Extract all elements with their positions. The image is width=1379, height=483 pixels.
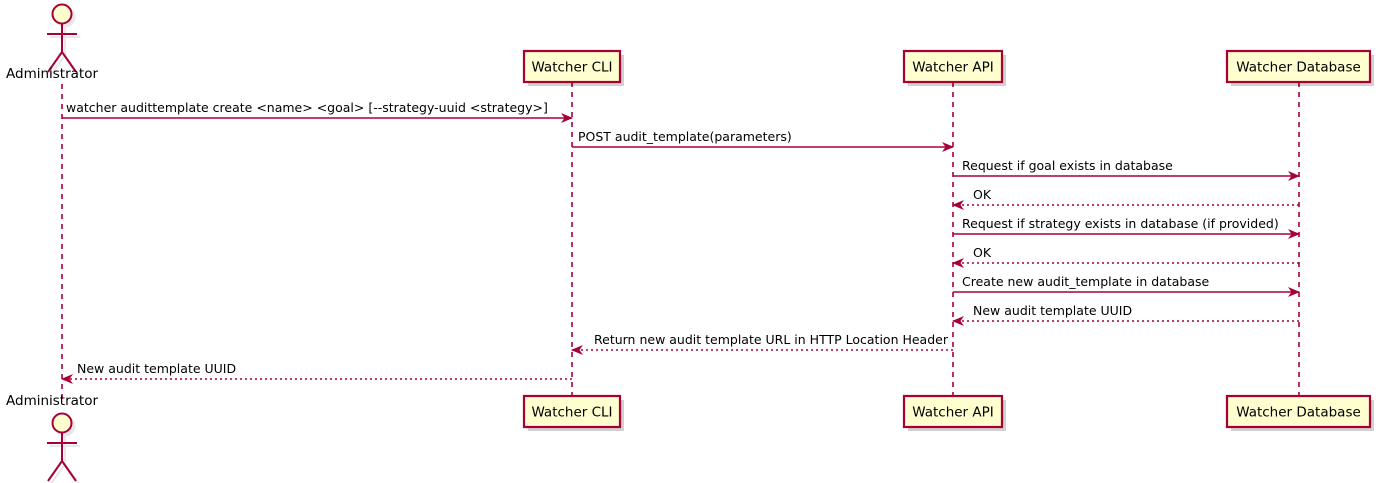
- participant-box-watcher-api-bottom[interactable]: [902, 394, 1004, 429]
- participant-box-watcher-cli-top[interactable]: [522, 49, 622, 84]
- message-0: watcher audittemplate create <name> <goa…: [62, 100, 573, 123]
- participant-box-watcher-cli-bottom[interactable]: [522, 394, 622, 429]
- message-label-1: POST audit_template(parameters): [578, 129, 792, 144]
- messages-group: watcher audittemplate create <name> <goa…: [61, 100, 1300, 384]
- message-9: New audit template UUID: [61, 361, 572, 384]
- participant-label-watcher-database: Watcher Database: [1236, 60, 1361, 76]
- lifelines-group: [61, 82, 1300, 400]
- participant-label-watcher-api: Watcher API: [912, 60, 994, 76]
- actor-label-bottom-administrator: Administrator: [6, 393, 98, 409]
- message-label-5: OK: [973, 245, 992, 260]
- message-3: OK: [952, 187, 1299, 210]
- participant-label-watcher-api: Watcher API: [912, 405, 994, 421]
- message-4: Request if strategy exists in database (…: [953, 216, 1300, 239]
- participant-box-watcher-api-top[interactable]: [902, 49, 1004, 84]
- participant-box-watcher-database-top[interactable]: [1225, 49, 1372, 84]
- actor-figure-administrator: [47, 3, 77, 73]
- message-5: OK: [952, 245, 1299, 268]
- message-label-3: OK: [973, 187, 992, 202]
- participant-label-watcher-database: Watcher Database: [1236, 405, 1361, 421]
- message-1: POST audit_template(parameters): [572, 129, 954, 152]
- message-7: New audit template UUID: [952, 303, 1299, 326]
- message-label-8: Return new audit template URL in HTTP Lo…: [594, 332, 949, 347]
- message-label-9: New audit template UUID: [77, 361, 236, 376]
- message-6: Create new audit_template in database: [953, 274, 1300, 297]
- message-8: Return new audit template URL in HTTP Lo…: [571, 332, 953, 355]
- participant-box-watcher-database-bottom[interactable]: [1225, 394, 1372, 429]
- actor-label-top-administrator: Administrator: [6, 66, 98, 82]
- message-label-0: watcher audittemplate create <name> <goa…: [66, 100, 548, 115]
- message-2: Request if goal exists in database: [953, 158, 1300, 181]
- actor-figure-administrator: [47, 412, 77, 482]
- message-label-2: Request if goal exists in database: [962, 158, 1173, 173]
- participant-label-watcher-cli: Watcher CLI: [531, 60, 612, 76]
- message-label-6: Create new audit_template in database: [962, 274, 1209, 289]
- message-label-7: New audit template UUID: [973, 303, 1132, 318]
- participant-label-watcher-cli: Watcher CLI: [531, 405, 612, 421]
- message-label-4: Request if strategy exists in database (…: [962, 216, 1279, 231]
